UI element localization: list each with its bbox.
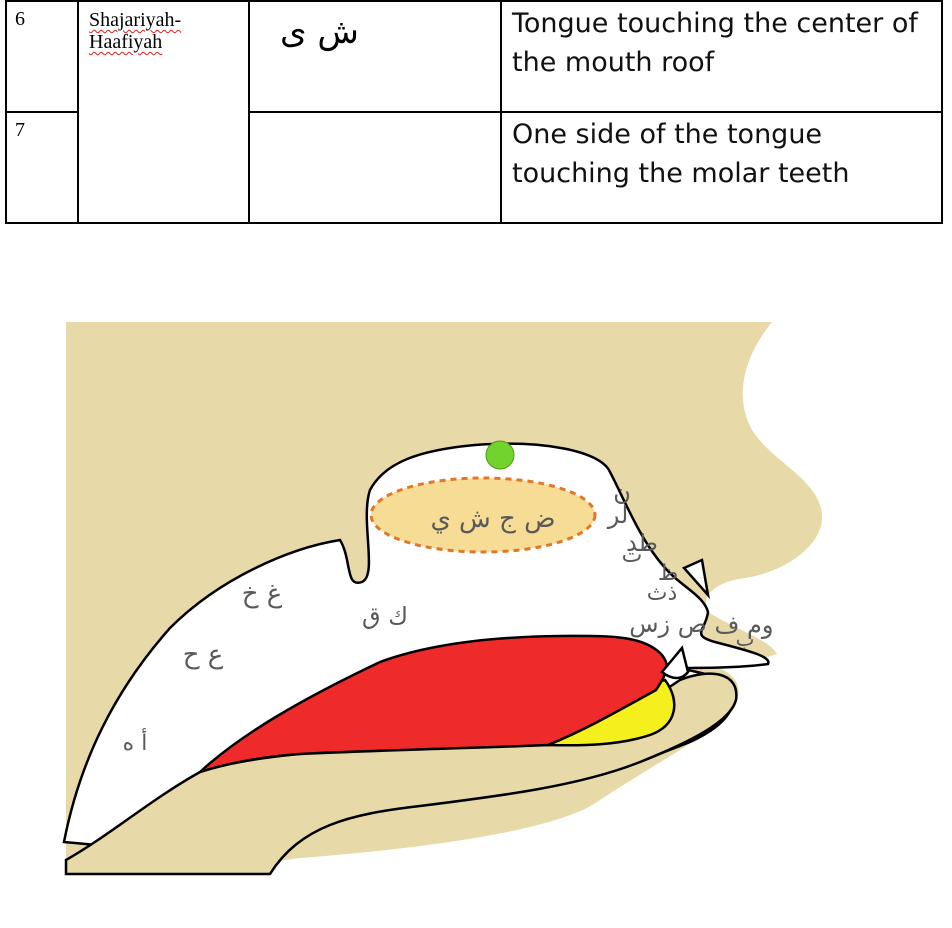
roof-letters-label: ض ج ش ي xyxy=(430,504,555,534)
row-number: 6 xyxy=(5,0,79,113)
hamza-ha-label: أ ه xyxy=(123,728,148,756)
roof-articulation-zone xyxy=(369,476,597,554)
kaf-qaf-label: ك ق xyxy=(362,602,408,630)
table-row: 7 One side of the tongue touching the mo… xyxy=(5,111,943,224)
articulation-description: Tongue touching the center of the mouth … xyxy=(500,0,943,113)
articulation-description: One side of the tongue touching the mola… xyxy=(500,111,943,224)
palate-center-marker xyxy=(485,440,515,470)
ain-ha-label: ع ح xyxy=(183,640,224,670)
table-row: 6 Shajariyah-Haafiyah ش ى Tongue touchin… xyxy=(5,0,943,224)
upper-tooth xyxy=(681,558,710,600)
za-label: ظ xyxy=(658,561,678,586)
arabic-letters xyxy=(248,111,502,224)
ta-dal-label: طد xyxy=(626,529,658,557)
dhal-tha-label: ذث xyxy=(647,581,678,606)
lam-ra-label: لر xyxy=(607,501,629,529)
articulation-table: 6 Shajariyah-Haafiyah ش ى Tongue touchin… xyxy=(5,0,943,224)
nun-label: ن xyxy=(613,478,631,506)
arabic-letters: ش ى xyxy=(248,0,502,113)
lower-tooth xyxy=(660,645,690,680)
sad-zay-sin-label: ص زس xyxy=(629,610,707,638)
ta-label: ت xyxy=(622,543,643,568)
ba-label: ب xyxy=(736,627,755,651)
lips-label: وم ف xyxy=(715,611,774,639)
articulation-name: Shajariyah-Haafiyah xyxy=(77,0,250,224)
ghain-kha-label: غ خ xyxy=(242,579,283,609)
row-number: 7 xyxy=(5,111,79,224)
